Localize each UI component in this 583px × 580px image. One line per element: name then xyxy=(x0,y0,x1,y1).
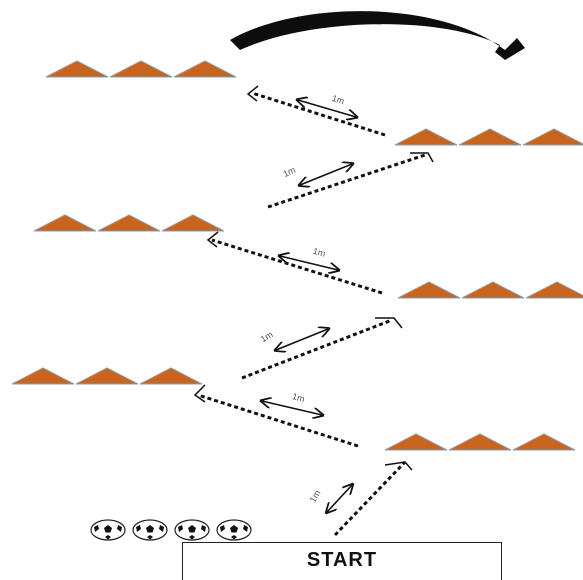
cone-icon xyxy=(33,214,97,232)
distance-label: 1m xyxy=(331,93,346,106)
distance-label: 1m xyxy=(291,391,306,404)
cone-row-3 xyxy=(33,214,225,232)
cone-icon xyxy=(522,128,583,146)
cone-icon xyxy=(448,433,512,451)
running-path-1 xyxy=(333,460,413,537)
distance-arrow-4: 1m xyxy=(280,246,338,270)
cone-rows xyxy=(11,60,583,451)
cone-row-4 xyxy=(397,281,583,299)
distance-arrow-1: 1m xyxy=(308,485,352,512)
cone-icon xyxy=(45,60,109,78)
cone-icon xyxy=(161,214,225,232)
soccer-ball-icon xyxy=(216,519,252,541)
cone-icon xyxy=(461,281,525,299)
cone-icon xyxy=(11,367,75,385)
soccer-ball-icon xyxy=(132,519,168,541)
cone-icon xyxy=(525,281,583,299)
cone-icon xyxy=(75,367,139,385)
distance-arrow-6: 1m xyxy=(298,93,356,117)
distance-arrow-2: 1m xyxy=(262,391,322,415)
cone-row-5 xyxy=(11,367,203,385)
cone-icon xyxy=(394,128,458,146)
cone-icon xyxy=(512,433,576,451)
running-path-5 xyxy=(267,152,434,209)
distance-label: 1m xyxy=(308,488,323,504)
cone-row-6 xyxy=(384,433,576,451)
cone-row-2 xyxy=(394,128,583,146)
start-label: START xyxy=(306,549,378,571)
cone-icon xyxy=(109,60,173,78)
cone-icon xyxy=(173,60,237,78)
start-box: START xyxy=(182,542,502,580)
running-path-2 xyxy=(193,384,359,448)
soccer-ball-icon xyxy=(90,519,126,541)
distance-label: 1m xyxy=(312,246,327,259)
distance-label: 1m xyxy=(281,165,297,179)
running-path-3 xyxy=(241,317,403,380)
soccer-ball-icon xyxy=(174,519,210,541)
running-path-4 xyxy=(206,231,383,295)
distance-label: 1m xyxy=(259,329,275,344)
running-path-6 xyxy=(246,85,386,137)
cone-row-1 xyxy=(45,60,237,78)
distance-arrow-5: 1m xyxy=(281,164,352,185)
cone-icon xyxy=(139,367,203,385)
cone-icon xyxy=(397,281,461,299)
cone-icon xyxy=(97,214,161,232)
cone-icon xyxy=(384,433,448,451)
cone-icon xyxy=(458,128,522,146)
distance-arrow-3: 1m xyxy=(259,329,328,350)
curved-return-arrow-icon xyxy=(230,11,525,61)
